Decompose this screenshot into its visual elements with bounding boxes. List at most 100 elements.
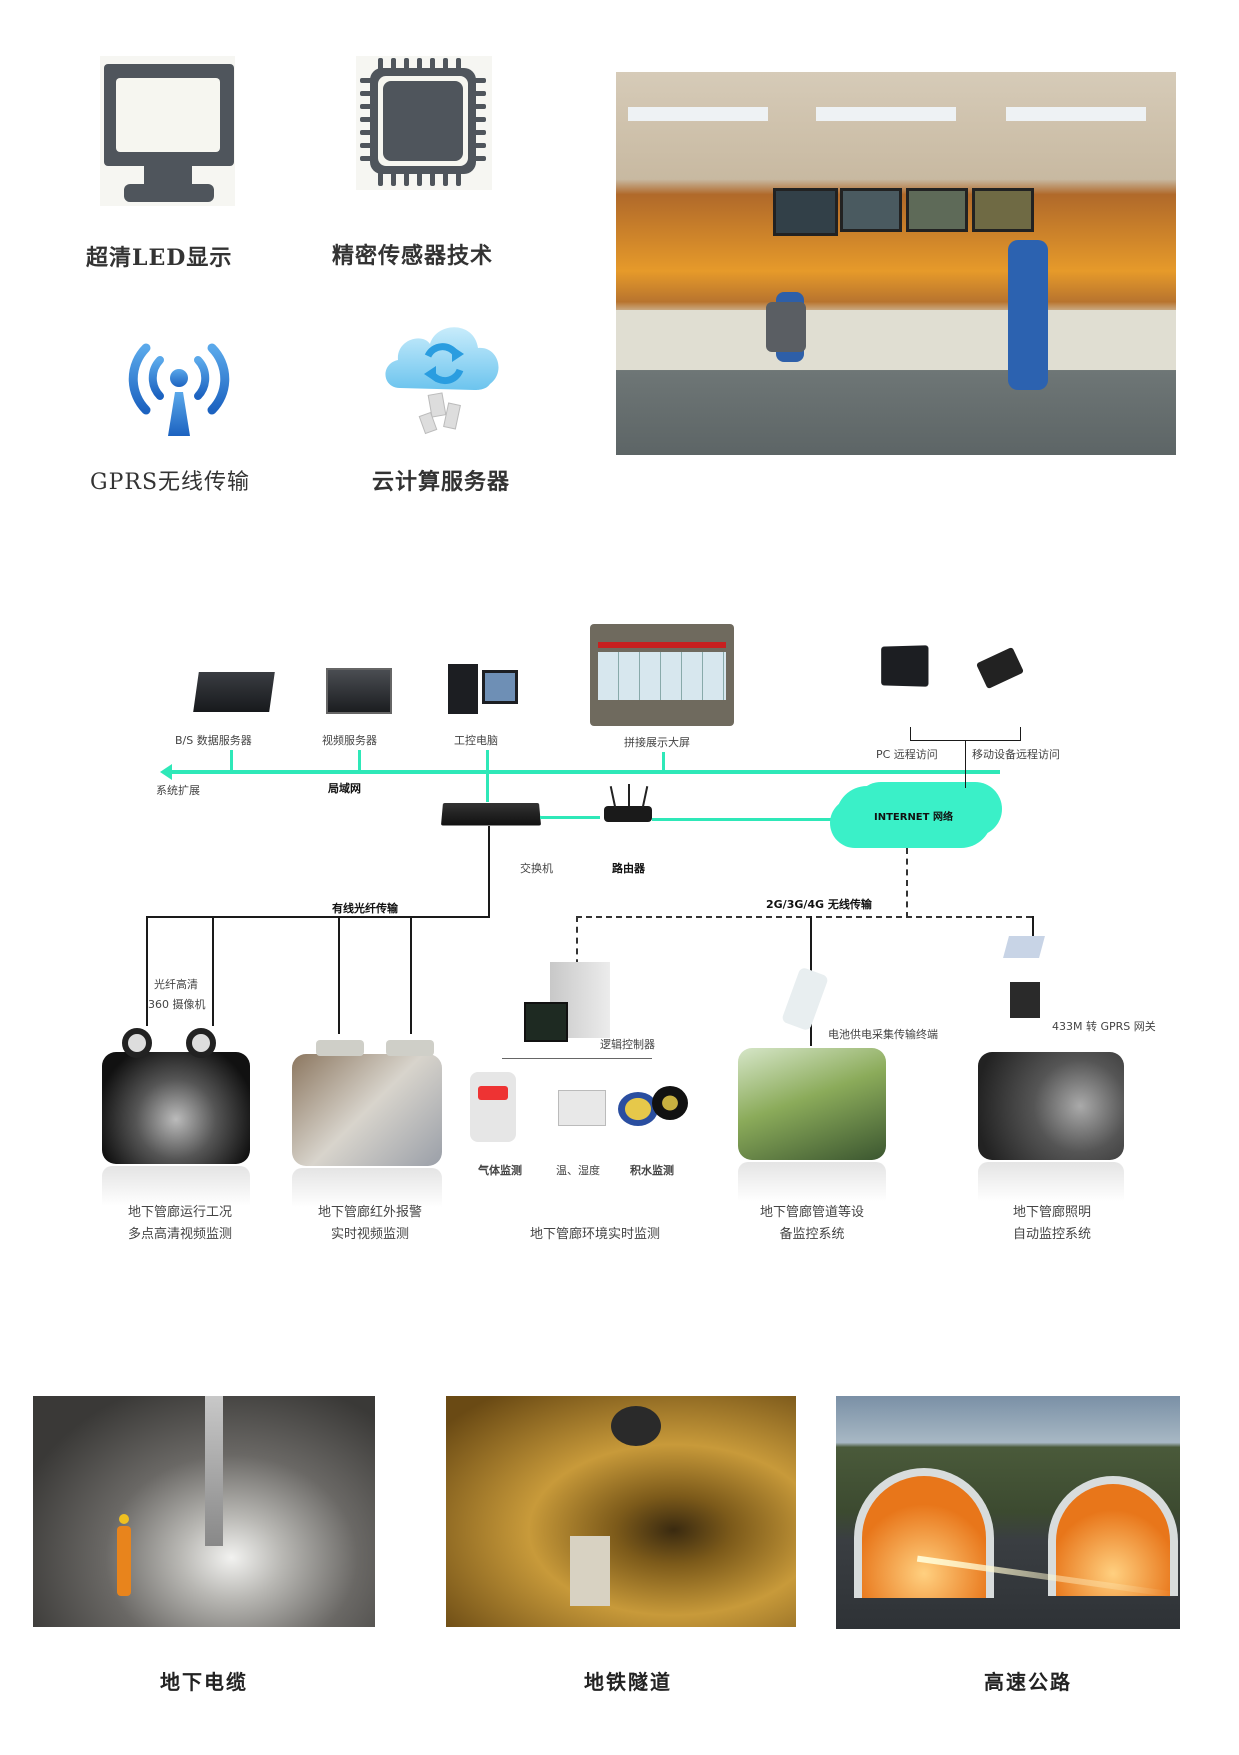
caption-line: 地下管廊照明 [1012, 1205, 1091, 1220]
router-antenna [609, 786, 617, 808]
lan-bus-line [168, 770, 1000, 774]
network-switch-image [440, 802, 542, 826]
lan-drop-wall [662, 752, 665, 772]
dome-camera-icon [186, 1028, 216, 1058]
water-sensor-label: 积水监测 [630, 1164, 674, 1177]
lighting-tunnel-scene [978, 1052, 1124, 1160]
feature-cloud [378, 306, 508, 436]
feature-gprs [124, 326, 234, 438]
water-cable-image [652, 1086, 688, 1120]
battery-terminal-image [780, 966, 830, 1032]
mobile-tablet-image [975, 646, 1025, 690]
expand-arrow-icon [160, 764, 172, 780]
router-internet-line [652, 818, 842, 821]
gateway-box-image [1010, 982, 1040, 1018]
video-wall-image [590, 624, 734, 726]
industrial-pc-label: 工控电脑 [454, 734, 498, 747]
caption-line: 实时视频监测 [330, 1227, 409, 1242]
mobile-remote-label: 移动设备远程访问 [972, 748, 1060, 761]
feature-label-gprs: GPRS无线传输 [90, 470, 251, 495]
reflection [102, 1166, 250, 1206]
caption-line: 多点高清视频监测 [127, 1227, 232, 1242]
remote-bracket [910, 727, 911, 741]
industrial-pc-image [448, 664, 478, 714]
feature-label-cloud: 云计算服务器 [372, 469, 511, 495]
wired-fiber-label: 有线光纤传输 [332, 902, 398, 915]
switch-label: 交换机 [520, 862, 553, 875]
wireless-label: 2G/3G/4G 无线传输 [766, 898, 872, 911]
system-expand-label: 系统扩展 [156, 784, 200, 797]
wired-drop [338, 916, 340, 1034]
monitor-icon [104, 64, 234, 202]
bs-data-server-image [193, 672, 275, 712]
bullet-camera-icon [316, 1040, 364, 1056]
switch-down-line [488, 826, 490, 918]
router-label: 路由器 [612, 862, 645, 875]
wireless-drop [576, 916, 578, 976]
system-caption-video: 地下管廊运行工况 多点高清视频监测 [100, 1202, 260, 1246]
feature-label-led: 超清LED显示 [86, 245, 233, 271]
reflection [978, 1162, 1124, 1202]
temp-humidity-sensor-image [558, 1090, 606, 1126]
gas-sensor-image [470, 1072, 516, 1142]
caption-line: 地下管廊环境实时监测 [529, 1227, 660, 1242]
caption-line: 备监控系统 [779, 1227, 845, 1242]
infrared-tunnel-scene [292, 1054, 442, 1166]
router-image [604, 806, 652, 822]
lan-drop-video [358, 750, 361, 772]
system-caption-environment: 地下管廊环境实时监测 [510, 1224, 680, 1246]
remote-connector [965, 740, 966, 788]
feature-monitor [100, 56, 235, 206]
video-server-label: 视频服务器 [322, 734, 377, 747]
wired-drop [410, 916, 412, 1034]
system-caption-infrared: 地下管廊红外报警 实时视频监测 [290, 1202, 450, 1246]
camera-tunnel-scene [102, 1052, 250, 1164]
caption-line: 地下管廊红外报警 [317, 1205, 422, 1220]
app-label-highway: 高速公路 [984, 1670, 1072, 1694]
gas-sensor-label: 气体监测 [478, 1164, 522, 1177]
app-label-cable: 地下电缆 [160, 1670, 248, 1694]
caption-line: 地下管廊管道等设 [759, 1205, 864, 1220]
camera-label-2: 360 摄像机 [148, 998, 206, 1011]
internet-down-dashed [906, 848, 908, 918]
controller-display [524, 1002, 568, 1042]
metro-tunnel-photo [446, 1396, 796, 1627]
wired-drop [212, 916, 214, 1026]
bullet-camera-icon [386, 1040, 434, 1056]
feature-chip [356, 56, 492, 190]
wired-bus-line [146, 916, 490, 918]
controller-label: 逻辑控制器 [600, 1038, 655, 1051]
pc-remote-label: PC 远程访问 [876, 748, 938, 761]
wired-drop [146, 916, 148, 1026]
video-wall-label: 拼接展示大屏 [624, 736, 690, 749]
industrial-pc-screen [482, 670, 518, 704]
chip-icon [360, 58, 486, 186]
remote-pc-image [881, 645, 929, 687]
pipe-gallery-scene [738, 1048, 886, 1160]
cloud-sync-icon [385, 327, 499, 435]
reflection [738, 1162, 886, 1202]
remote-bracket [1020, 727, 1021, 741]
switch-router-line [540, 816, 600, 819]
router-antenna [628, 784, 630, 806]
system-caption-pipeline: 地下管廊管道等设 备监控系统 [732, 1202, 892, 1246]
gateway-label: 433M 转 GPRS 网关 [1052, 1020, 1156, 1033]
wireless-antenna-icon [128, 343, 230, 436]
camera-label-1: 光纤高清 [154, 978, 198, 991]
system-caption-lighting: 地下管廊照明 自动监控系统 [972, 1202, 1132, 1246]
solar-panel-image [1003, 936, 1045, 958]
video-server-image [326, 668, 392, 714]
cable-tunnel-photo [33, 1396, 375, 1627]
feature-label-sensor: 精密传感器技术 [332, 243, 494, 269]
bs-data-server-label: B/S 数据服务器 [175, 734, 252, 747]
internet-cloud-icon [836, 786, 992, 848]
caption-line: 自动监控系统 [1012, 1227, 1091, 1242]
highway-tunnel-photo [836, 1396, 1180, 1629]
wireless-bus-dashed [576, 916, 1032, 918]
lan-drop-pc [486, 750, 489, 802]
app-label-metro: 地铁隧道 [584, 1670, 672, 1694]
terminal-label: 电池供电采集传输终端 [828, 1028, 938, 1041]
lan-drop-bs [230, 750, 233, 772]
dome-camera-icon [122, 1028, 152, 1058]
reflection [292, 1168, 442, 1208]
